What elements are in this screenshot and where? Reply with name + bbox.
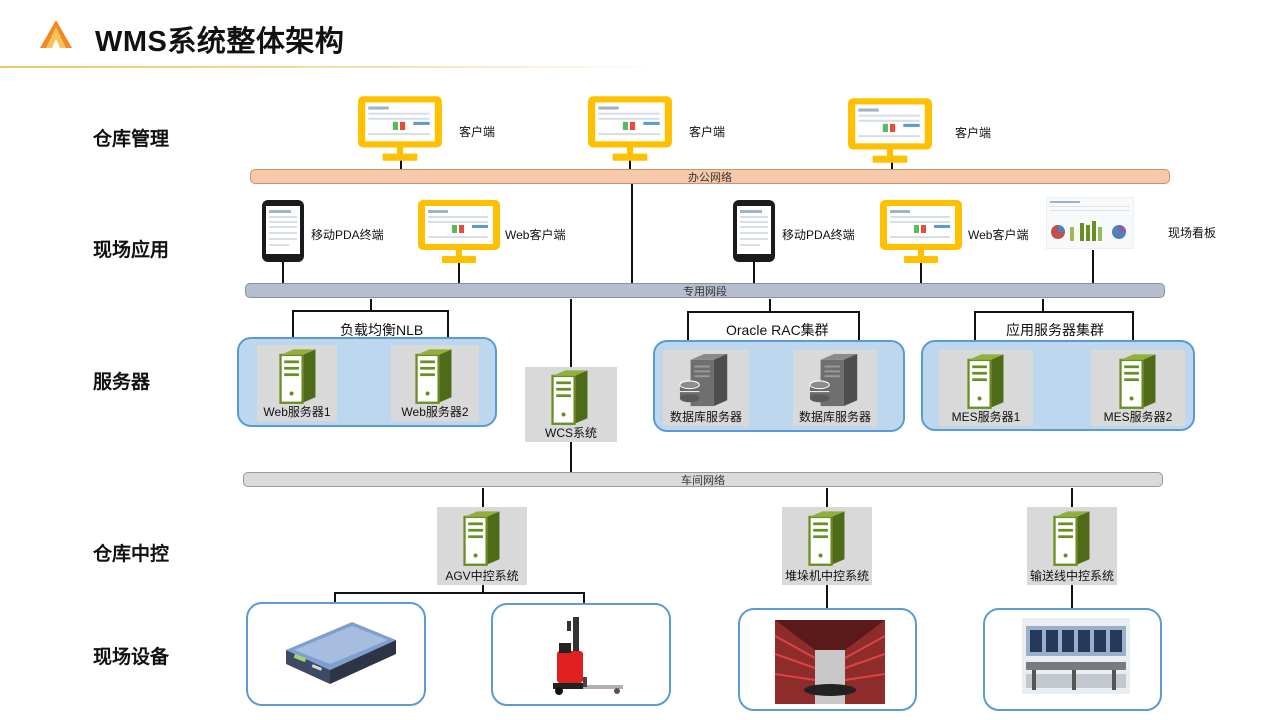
connector-line — [292, 310, 449, 312]
agv-robot-box — [246, 602, 426, 706]
client-monitor-3 — [846, 96, 934, 164]
connector-line — [292, 310, 294, 338]
rac-group-label: Oracle RAC集群 — [726, 322, 829, 338]
connector-line — [1132, 311, 1134, 341]
connector-line — [583, 592, 585, 604]
stacker-control-system: 堆垛机中控系统 — [782, 507, 872, 585]
title-divider — [0, 66, 660, 68]
connector-line — [458, 258, 460, 284]
agv-control-system: AGV中控系统 — [437, 507, 527, 585]
connector-line — [753, 262, 755, 284]
connector-line — [687, 311, 860, 313]
web-client-label-1: Web客户端 — [505, 228, 566, 242]
page-title: WMS系统整体架构 — [95, 26, 345, 58]
nlb-group-label: 负载均衡NLB — [340, 322, 424, 338]
connector-line — [631, 184, 633, 284]
web-client-label-2: Web客户端 — [968, 228, 1029, 242]
stacker-control-label: 堆垛机中控系统 — [784, 569, 869, 583]
stacker-warehouse-image — [775, 620, 885, 704]
connector-line — [1071, 584, 1073, 608]
mes-server-2-label: MES服务器2 — [1103, 410, 1173, 424]
connector-line — [687, 311, 689, 341]
mes-server-1: MES服务器1 — [939, 350, 1033, 426]
wcs-system: WCS系统 — [525, 367, 617, 442]
connector-line — [629, 153, 631, 170]
agv-robot-image — [286, 622, 396, 684]
pda-device-2 — [731, 198, 777, 264]
app-cluster-label: 应用服务器集群 — [1006, 322, 1104, 338]
connector-line — [974, 311, 976, 341]
app-server-cluster: MES服务器1 MES服务器2 — [921, 340, 1195, 431]
oracle-rac-group: 数据库服务器 数据库服务器 — [653, 340, 905, 432]
connector-line — [282, 262, 284, 284]
connector-line — [826, 488, 828, 507]
client-monitor-2 — [586, 94, 674, 162]
connector-line — [447, 310, 449, 338]
connector-line — [920, 258, 922, 284]
connector-line — [769, 299, 771, 312]
kanban-dashboard-thumbnail — [1046, 197, 1134, 249]
connector-line — [974, 311, 1134, 313]
wcs-system-label: WCS系统 — [545, 426, 597, 440]
connector-line — [826, 584, 828, 608]
nlb-server-group: Web服务器1 Web服务器2 — [237, 337, 497, 427]
dedicated-network-bus: 专用网段 — [245, 283, 1165, 298]
web-server-2: Web服务器2 — [391, 345, 479, 421]
connector-line — [482, 584, 484, 594]
conveyor-control-label: 输送线中控系统 — [1029, 569, 1114, 583]
forklift-box — [491, 603, 671, 706]
connector-line — [370, 299, 372, 311]
connector-line — [334, 592, 585, 594]
forklift-image — [553, 617, 623, 695]
pda-label-1: 移动PDA终端 — [311, 228, 384, 242]
web-server-2-label: Web服务器2 — [401, 405, 469, 419]
mes-server-1-label: MES服务器1 — [951, 410, 1021, 424]
client-label-3: 客户端 — [955, 126, 992, 140]
conveyor-line-box — [983, 608, 1162, 711]
layer-label-field-equipment: 现场设备 — [93, 647, 170, 668]
connector-line — [1071, 488, 1073, 507]
pda-device-1 — [260, 198, 306, 264]
conveyor-line-image — [1022, 618, 1130, 694]
web-client-monitor-2 — [878, 198, 964, 264]
connector-line — [1092, 250, 1094, 284]
kanban-label: 现场看板 — [1168, 226, 1217, 240]
db-server-2-label: 数据库服务器 — [798, 410, 871, 424]
db-server-2: 数据库服务器 — [793, 350, 877, 426]
connector-line — [334, 592, 336, 604]
web-server-1-label: Web服务器1 — [263, 405, 331, 419]
workshop-network-bus: 车间网络 — [243, 472, 1163, 487]
layer-label-servers: 服务器 — [93, 372, 151, 393]
web-server-1: Web服务器1 — [257, 345, 337, 421]
connector-line — [858, 311, 860, 341]
connector-line — [570, 441, 572, 472]
agv-control-label: AGV中控系统 — [445, 569, 519, 583]
client-monitor-1 — [356, 94, 444, 162]
mes-server-2: MES服务器2 — [1091, 350, 1185, 426]
connector-line — [570, 299, 572, 367]
pda-label-2: 移动PDA终端 — [782, 228, 855, 242]
layer-label-warehouse-mgmt: 仓库管理 — [93, 129, 170, 150]
connector-line — [1042, 299, 1044, 312]
layer-label-central-control: 仓库中控 — [93, 544, 170, 565]
connector-line — [482, 488, 484, 507]
logo — [38, 18, 74, 50]
conveyor-control-system: 输送线中控系统 — [1027, 507, 1117, 585]
client-label-2: 客户端 — [689, 125, 726, 139]
office-network-bus: 办公网络 — [250, 169, 1170, 184]
db-server-1-label: 数据库服务器 — [669, 410, 742, 424]
db-server-1: 数据库服务器 — [663, 350, 749, 426]
client-label-1: 客户端 — [459, 125, 496, 139]
layer-label-field-app: 现场应用 — [93, 240, 170, 261]
stacker-warehouse-box — [738, 608, 917, 711]
web-client-monitor-1 — [416, 198, 502, 264]
